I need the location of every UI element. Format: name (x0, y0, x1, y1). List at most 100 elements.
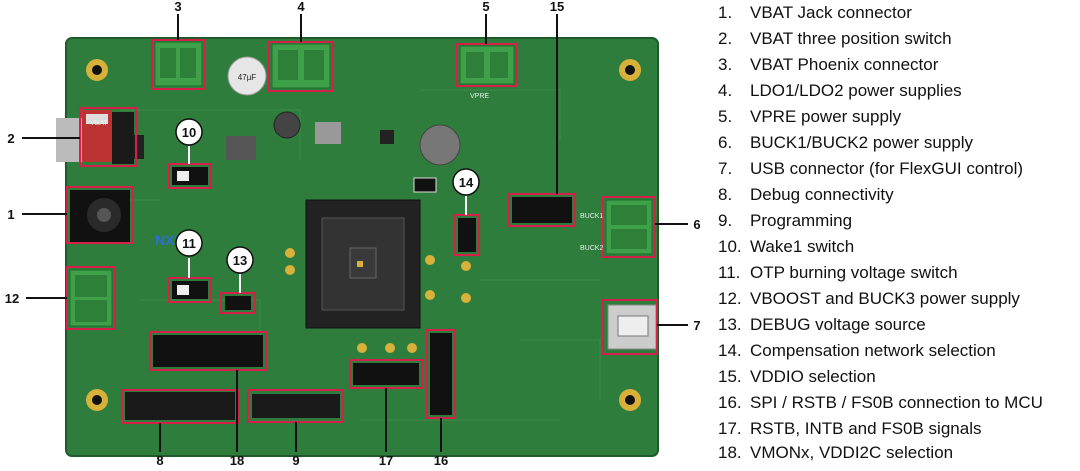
legend-text: VBAT Jack connector (750, 3, 912, 22)
component-13-debug-voltage (220, 292, 256, 314)
legend-text: Programming (750, 211, 853, 230)
legend-num: 10. (718, 237, 742, 256)
component-18-vmon (149, 331, 267, 371)
legend-num: 1. (718, 3, 733, 22)
legend-num: 6. (718, 133, 733, 152)
silk-vbat: VBAT (90, 120, 108, 127)
callout-16: 16 (434, 453, 448, 466)
legend-item: 11. OTP burning voltage switch (718, 260, 958, 286)
legend-text: DEBUG voltage source (750, 315, 926, 334)
mounting-holes (86, 59, 641, 411)
callout-17: 17 (379, 453, 393, 466)
legend-item: 17. RSTB, INTB and FS0B signals (718, 416, 981, 442)
component-3-phoenix (151, 39, 206, 90)
legend-text: Wake1 switch (750, 237, 855, 256)
legend-text: SPI / RSTB / FS0B connection to MCU (750, 393, 1043, 412)
component-7-usb (602, 299, 658, 355)
callout-12: 12 (5, 291, 19, 306)
legend-text: RSTB, INTB and FS0B signals (750, 419, 982, 438)
component-12-vboost (66, 266, 116, 330)
legend-num: 5. (718, 107, 733, 126)
leader-lines-inner (188, 146, 467, 293)
callout-7: 7 (693, 318, 700, 333)
legend-text: VDDIO selection (750, 367, 876, 386)
legend-item: 8. Debug connectivity (718, 182, 894, 208)
legend-text: LDO1/LDO2 power supplies (750, 81, 962, 100)
board-components: 47µF (130, 56, 461, 193)
legend-num: 7. (718, 159, 733, 178)
legend-num: 12. (718, 289, 742, 308)
test-points (285, 248, 471, 353)
legend-num: 2. (718, 29, 733, 48)
legend-item: 18.VMONx, VDDI2C selection (718, 440, 953, 466)
component-6-buck (602, 196, 656, 258)
legend-item: 9. Programming (718, 208, 852, 234)
legend-item: 13. DEBUG voltage source (718, 312, 926, 338)
legend-num: 9. (718, 211, 733, 230)
leader-lines (22, 14, 688, 452)
callout-15: 15 (550, 0, 564, 14)
circle-callouts (175, 118, 480, 274)
legend-item: 3. VBAT Phoenix connector (718, 52, 938, 78)
legend-item: 6. BUCK1/BUCK2 power supply (718, 130, 973, 156)
legend-text: USB connector (for FlexGUI control) (750, 159, 1024, 178)
callout-4: 4 (297, 0, 305, 14)
callout-13: 13 (233, 253, 247, 268)
component-10-wake1 (168, 163, 212, 189)
callout-1: 1 (7, 207, 14, 222)
svg-text:47µF: 47µF (238, 73, 257, 82)
component-2-switch (56, 107, 137, 167)
component-8-debug (121, 389, 240, 424)
legend-text: VPRE power supply (750, 107, 902, 126)
component-4-ldo (268, 41, 334, 92)
silk-vpre: VPRE (470, 93, 489, 100)
legend-num: 11. (718, 263, 741, 282)
legend-text: VBOOST and BUCK3 power supply (750, 289, 1020, 308)
legend-item: 16. SPI / RSTB / FS0B connection to MCU (718, 390, 1043, 416)
legend-num: 3. (718, 55, 733, 74)
legend-item: 10. Wake1 switch (718, 234, 854, 260)
callout-10: 10 (182, 125, 196, 140)
callout-8: 8 (156, 453, 163, 466)
legend-text: VBAT three position switch (750, 29, 952, 48)
callout-11: 11 (182, 236, 196, 251)
callout-6: 6 (693, 217, 700, 232)
callout-5: 5 (482, 0, 489, 14)
component-15-vddio (508, 193, 576, 227)
callout-3: 3 (174, 0, 181, 14)
legend-num: 13. (718, 315, 742, 334)
legend-text: OTP burning voltage switch (750, 263, 958, 282)
legend-item: 12. VBOOST and BUCK3 power supply (718, 286, 1020, 312)
callout-9: 9 (292, 453, 299, 466)
legend-item: 4. LDO1/LDO2 power supplies (718, 78, 962, 104)
legend-num: 4. (718, 81, 733, 100)
component-14-compensation (454, 214, 480, 256)
component-1-jack (66, 186, 134, 244)
legend-item: 14. Compensation network selection (718, 338, 996, 364)
legend-item: 1. VBAT Jack connector (718, 0, 912, 26)
component-5-vpre (456, 43, 517, 87)
component-17-signals (349, 359, 423, 389)
callout-2: 2 (7, 131, 14, 146)
legend-text: BUCK1/BUCK2 power supply (750, 133, 973, 152)
component-11-otp (168, 277, 212, 303)
mcu-socket (305, 199, 421, 329)
callout-18: 18 (230, 453, 244, 466)
legend-num: 16. (718, 393, 742, 412)
component-16-spi (426, 329, 456, 419)
legend-item: 7. USB connector (for FlexGUI control) (718, 156, 1023, 182)
silk-buck1: BUCK1 (580, 213, 603, 220)
legend-num: 15. (718, 367, 742, 386)
legend-text: VBAT Phoenix connector (750, 55, 939, 74)
legend-num: 14. (718, 341, 742, 360)
legend-item: 15. VDDIO selection (718, 364, 876, 390)
legend-num: 18. (718, 443, 742, 462)
legend-text: Compensation network selection (750, 341, 996, 360)
legend-text: Debug connectivity (750, 185, 894, 204)
legend-num: 17. (718, 419, 742, 438)
callout-14: 14 (459, 175, 474, 190)
legend-item: 2. VBAT three position switch (718, 26, 952, 52)
legend-num: 8. (718, 185, 733, 204)
